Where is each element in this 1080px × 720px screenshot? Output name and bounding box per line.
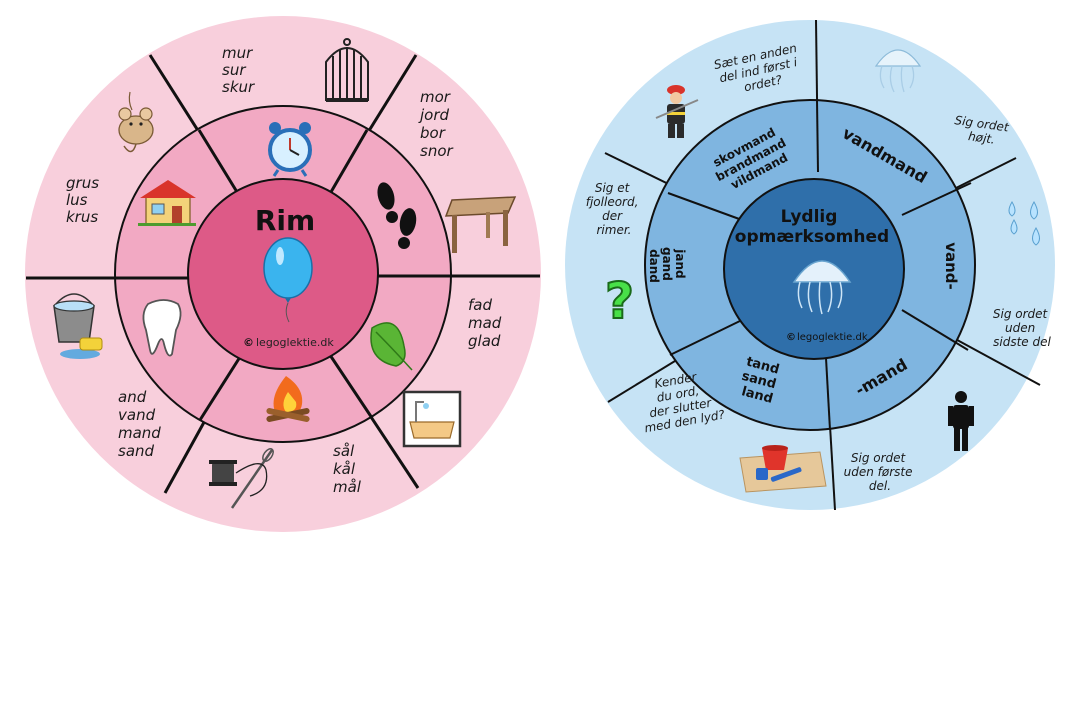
rim-inner-dividers [115,129,451,421]
lyd-instruction-4: Sig et fjolleord, der rimer. [586,181,643,237]
rim-words-0: mur sur skur [222,44,257,96]
rim-words-5: grus lus krus [66,174,104,226]
alarm-clock-icon [268,122,312,177]
leaf-icon [370,322,413,371]
rim-words-4: and vand mand sand [118,388,166,460]
house-icon [138,180,196,226]
man-icon [948,391,974,451]
svg-text:?: ? [605,272,634,330]
campfire-icon [266,376,310,422]
lyd-ring-word-1: vand- [942,242,960,290]
jellyfish-icon [792,260,852,315]
jellyfish-icon [874,49,922,93]
lyd-title: Lydlig opmærksomhed [735,207,889,247]
table-icon [444,196,517,253]
rim-words-3: sål kål mål [333,442,362,496]
lyd-instruction-5: Sæt en anden del ind først i ordet? [713,40,808,99]
lyd-ring-word-4: jand gand dand [647,247,687,285]
bucket-sponge-icon [53,293,103,359]
bathtub-icon [402,390,462,448]
rim-words-1: mor jord bor snor [418,88,455,160]
lyd-copyright: legoglektie.dk [797,332,868,343]
lyd-instruction-1: Sig ordet uden sidste del [993,307,1052,349]
rim-copyright: legoglektie.dk [256,336,334,349]
needle-thread-icon [209,448,274,509]
rim-wheel: Rim © legoglektie.dk mur sur skur mor jo… [25,16,541,532]
bird-cage-icon [325,38,369,102]
lyd-wheel: Lydlig opmærksomhed © legoglektie.dk van… [565,19,1055,511]
balloon-icon [263,237,313,323]
tooth-icon [142,299,182,357]
rim-title: Rim [255,204,315,237]
rim-words-2: fad mad glad [468,296,506,350]
footprints-icon [377,182,417,249]
lyd-instruction-2: Sig ordet uden første del. [844,451,917,493]
lyd-copyright-symbol: © [786,332,796,343]
mouse-icon [118,91,154,153]
firefighter-icon [655,85,699,138]
sand-bucket-icon [739,445,827,493]
rim-copyright-symbol: © [243,336,254,349]
question-mark-icon: ? [604,271,635,331]
water-drops-icon [1008,201,1040,246]
lyd-inner-dividers [667,99,972,431]
